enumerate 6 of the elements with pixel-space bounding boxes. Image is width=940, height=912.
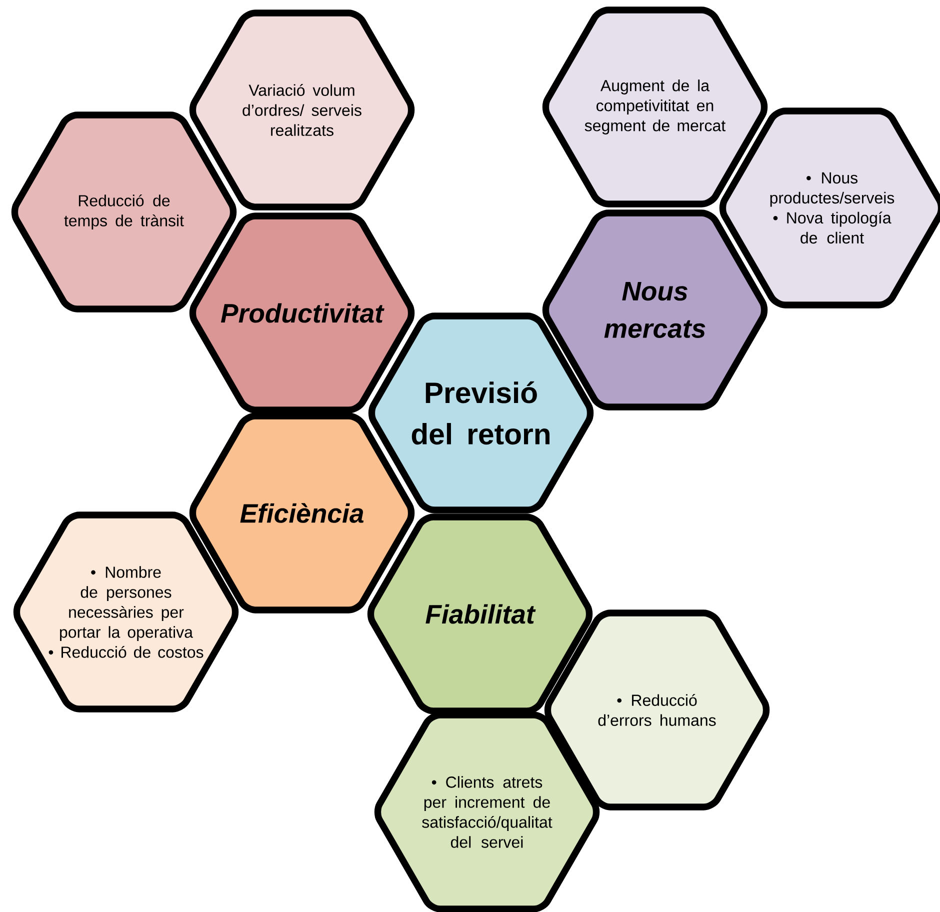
hexagon: Fiabilitat — [367, 514, 593, 714]
hexagon: Productivitat — [189, 212, 415, 414]
hexagon: Nous mercats — [542, 210, 768, 410]
hexagon: Augment de la competivititat en segment de mercat — [542, 6, 768, 208]
hexagon: • Nombre de persones necessàries per portar la operativa • Reducció de costos — [13, 512, 239, 712]
hexagon: Variació volum d’ordres/ serveis realitzats — [189, 10, 415, 210]
